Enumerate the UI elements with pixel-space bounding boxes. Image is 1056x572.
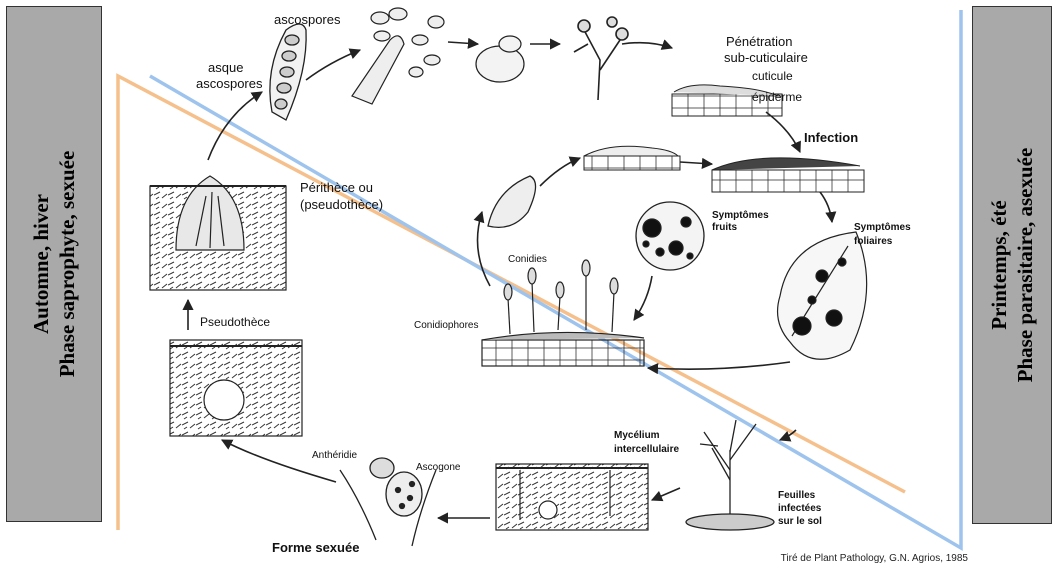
fruit-symptoms-drawing [636,202,704,270]
label-symptomes-fruits: Symptômes [712,210,769,221]
label-pseudothece-parenthetical: (pseudothèce) [300,197,383,212]
label-ascogone: Ascogone [416,462,461,473]
germinating-spore-drawing [476,36,524,82]
infection-drawing [712,158,864,192]
label-conidies: Conidies [508,254,547,265]
ascospores-drawing [352,8,444,104]
label-epiderme: épiderme [752,90,802,104]
label-forme-sexuee: Forme sexuée [272,540,359,555]
label-sub-cuticulaire: sub-cuticulaire [724,50,808,65]
label-antheridie: Anthéridie [312,450,357,461]
label-intercellulaire: intercellulaire [614,444,679,455]
arrow-sexual-to-pseudothece [222,440,336,482]
arrow-cuticle-to-infection [680,162,712,164]
shoot-drawing [574,17,628,100]
pseudothece-drawing [170,340,302,436]
label-pseudothece: Pseudothèce [200,315,270,329]
arrow-tree-to-mycelium-2 [652,488,680,500]
label-infection: Infection [804,130,858,145]
conidium-drawing [488,176,536,227]
cuticle-drawing [584,146,680,170]
arrow-fruit-to-conidiophores [634,276,652,320]
label-perithece: Périthèce ou [300,180,373,195]
arrow-conidium-to-cuticle [540,158,580,186]
perithece-drawing [150,176,286,290]
label-symptomes-foliaires: Symptômes [854,222,911,233]
fallen-leaves-drawing [686,420,774,530]
label-cuticule: cuticule [752,69,793,83]
source-credit: Tiré de Plant Pathology, G.N. Agrios, 19… [781,553,968,564]
arrow-ascospores-to-germination [448,42,478,44]
arrow-asque-to-ascospores [306,50,360,80]
label-foliaires: foliaires [854,236,893,247]
mycelium-drawing [496,464,648,530]
label-penetration: Pénétration [726,34,793,49]
leaf-symptoms-drawing [778,232,867,359]
label-infectees: infectées [778,503,822,514]
arrow-infection-to-leaf [820,192,832,222]
label-mycelium: Mycélium [614,430,660,441]
label-conidiophores: Conidiophores [414,320,479,331]
arrow-penetration-to-infection [766,112,800,152]
label-asque: asque [208,60,243,75]
label-ascospores-top: ascospores [274,12,341,27]
label-feuilles: Feuilles [778,490,816,501]
arrow-shoot-to-penetration [622,43,672,48]
label-fruits: fruits [712,222,737,233]
label-asque-ascospores: ascospores [196,76,263,91]
label-sur-le-sol: sur le sol [778,516,822,527]
asque-drawing [270,24,306,120]
